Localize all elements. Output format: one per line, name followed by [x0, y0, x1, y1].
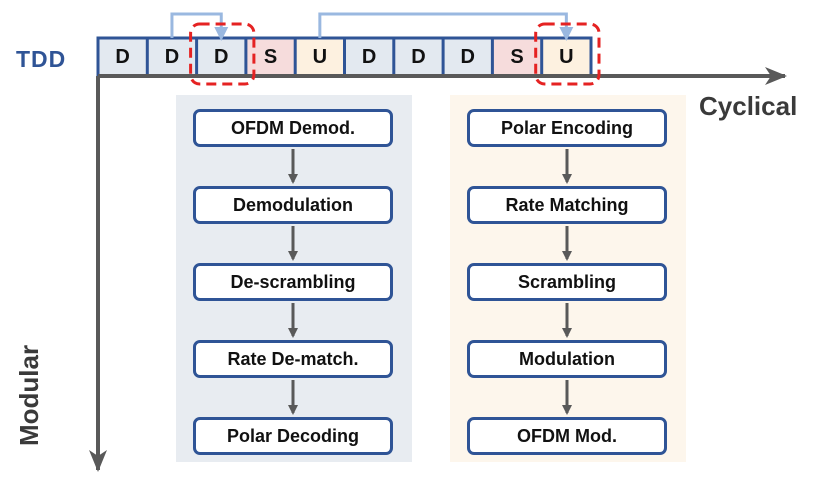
tdd-slot-6: D — [344, 38, 394, 76]
schedule-arrow-uplink — [318, 12, 574, 41]
tdd-slot-3: D — [196, 38, 246, 76]
highlight-slot-3 — [189, 22, 256, 86]
tdd-slot-7: D — [393, 38, 444, 76]
downlink-step-3: De-scrambling — [193, 263, 393, 301]
downlink-step-4: Rate De-match. — [193, 340, 393, 378]
uplink-step-4: Modulation — [467, 340, 667, 378]
uplink-step-5: OFDM Mod. — [467, 417, 667, 455]
tdd-slot-5: U — [295, 38, 345, 76]
tdd-slot-1: D — [98, 38, 148, 76]
downlink-step-1: OFDM Demod. — [193, 109, 393, 147]
tdd-slot-8: D — [443, 38, 493, 76]
tdd-slot-10: U — [541, 38, 591, 76]
uplink-step-1: Polar Encoding — [467, 109, 667, 147]
tdd-slot-2: D — [147, 38, 197, 76]
downlink-step-5: Polar Decoding — [193, 417, 393, 455]
tdd-slot-9: S — [492, 38, 542, 76]
cyclical-axis-label: Cyclical — [699, 91, 798, 121]
uplink-step-2: Rate Matching — [467, 186, 667, 224]
uplink-step-3: Scrambling — [467, 263, 667, 301]
downlink-step-2: Demodulation — [193, 186, 393, 224]
highlight-slot-10 — [534, 22, 601, 86]
tdd-label: TDD — [16, 46, 67, 72]
